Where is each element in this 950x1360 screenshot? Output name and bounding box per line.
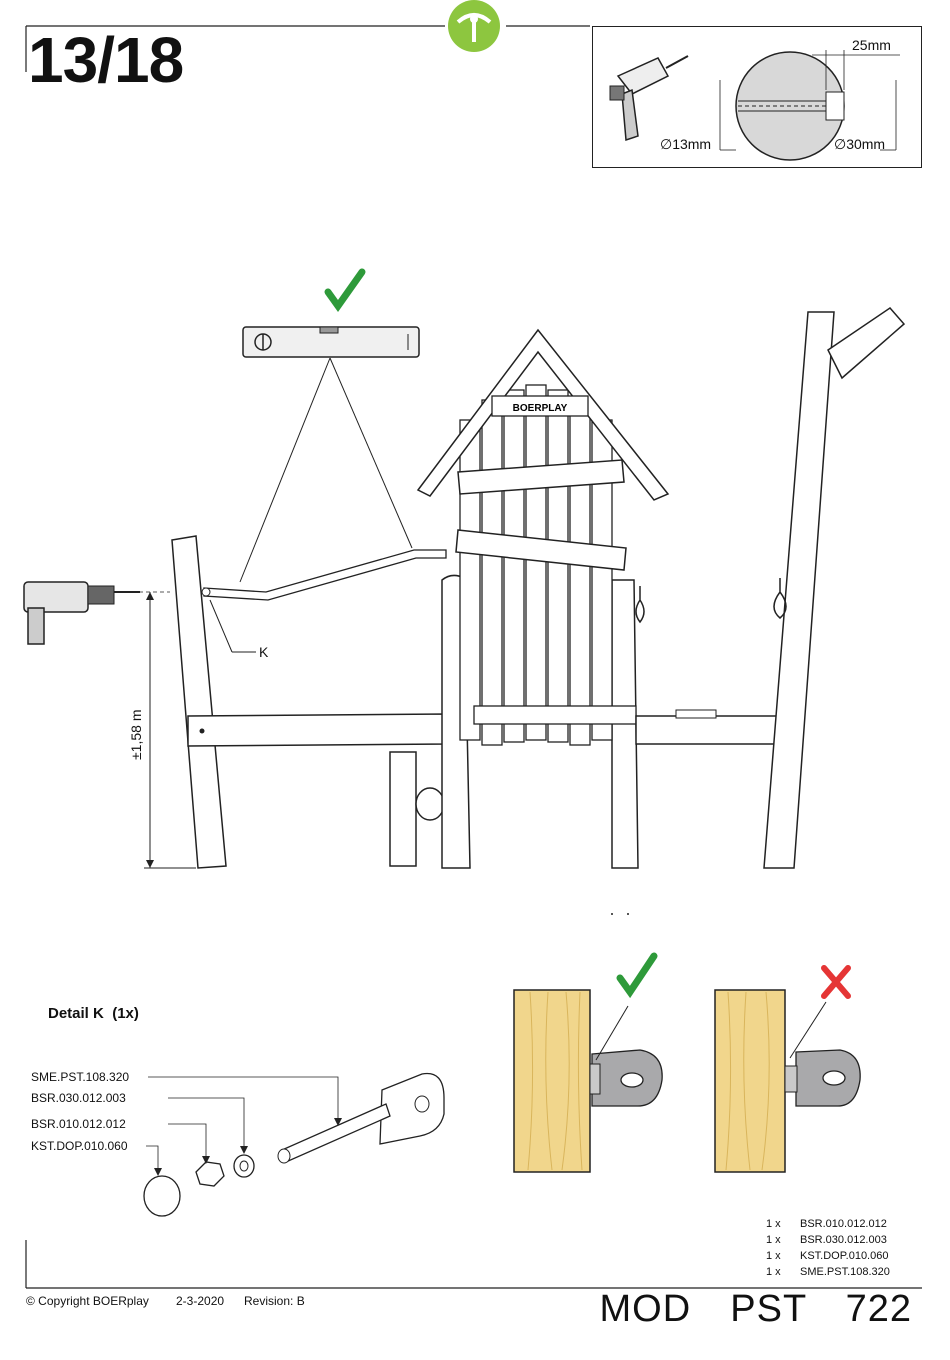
check-icon bbox=[616, 952, 658, 999]
part-label-rod: SME.PST.108.320 bbox=[31, 1070, 130, 1084]
page-title: 13/18 bbox=[28, 24, 184, 96]
drill-icon bbox=[23, 581, 140, 645]
wrong-mount-example bbox=[714, 965, 861, 1173]
part-code: BSR.010.012.012 bbox=[800, 1218, 887, 1230]
part-qty: 1 x bbox=[766, 1218, 781, 1230]
drill-icon bbox=[609, 55, 689, 142]
part-qty: 1 x bbox=[766, 1250, 781, 1262]
part-qty: 1 x bbox=[766, 1266, 781, 1278]
dim-small-label: ∅13mm bbox=[660, 136, 712, 152]
check-icon bbox=[324, 268, 366, 313]
detail-title-text: Detail K bbox=[48, 1005, 104, 1022]
label-k: K bbox=[259, 644, 269, 660]
correct-mount-example bbox=[513, 952, 663, 1173]
detail-k-drawing bbox=[143, 1072, 445, 1217]
drill-detail bbox=[609, 50, 900, 161]
part-code: KST.DOP.010.060 bbox=[800, 1250, 889, 1262]
footer-model: MOD PST 722 bbox=[599, 1288, 912, 1330]
part-qty: 1 x bbox=[766, 1234, 781, 1246]
part-label-washer: BSR.030.012.003 bbox=[31, 1091, 126, 1105]
step-number: 13 bbox=[28, 24, 98, 96]
detail-title: Detail K (1x) bbox=[48, 1005, 139, 1022]
part-label-nut: BSR.010.012.012 bbox=[31, 1117, 126, 1131]
footer-date: 2-3-2020 bbox=[176, 1294, 225, 1308]
brand-text: BOERPLAY bbox=[513, 403, 568, 414]
drill-detail-box bbox=[592, 26, 922, 168]
detail-qty: (1x) bbox=[112, 1005, 139, 1022]
dim-depth-label: 25mm bbox=[852, 37, 891, 53]
footer-copyright: © Copyright BOERplay bbox=[26, 1294, 149, 1308]
part-label-cap: KST.DOP.010.060 bbox=[31, 1139, 128, 1153]
logo-icon bbox=[448, 0, 500, 52]
part-code: SME.PST.108.320 bbox=[800, 1266, 890, 1278]
height-label: ±1,58 m bbox=[128, 709, 144, 760]
spirit-level-icon bbox=[242, 326, 420, 358]
part-code: BSR.030.012.003 bbox=[800, 1234, 887, 1246]
footer-revision: Revision: B bbox=[244, 1294, 305, 1308]
step-total: 18 bbox=[113, 24, 184, 96]
parts-list: 1 x BSR.010.012.012 1 x BSR.030.012.003 1 … bbox=[766, 1218, 916, 1282]
cross-icon bbox=[821, 965, 851, 999]
dim-large-label: ∅30mm bbox=[834, 136, 886, 152]
